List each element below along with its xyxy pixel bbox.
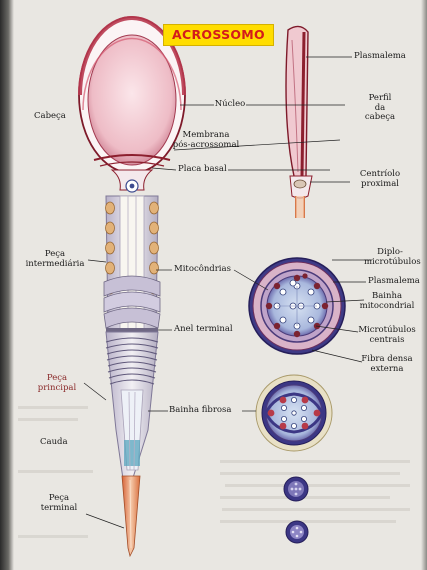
label-centriolo-proximal: Centríolo proximal — [350, 170, 410, 189]
cross-section-principal — [256, 375, 332, 451]
midpiece — [104, 196, 160, 332]
label-diplo-line-2: microtúbulos — [364, 258, 416, 268]
label-centriolo-line-2: proximal — [350, 180, 410, 190]
label-perfil-da-cabeca: Perfil da cabeça — [350, 94, 410, 123]
label-peca-terminal-line-2: terminal — [32, 504, 86, 514]
label-plasmalema-cross: Plasmalema — [368, 277, 420, 287]
label-cabeca: Cabeça — [34, 112, 66, 122]
sperm-neck — [112, 170, 152, 192]
label-membrana-line-2: pós-acrossomal — [168, 141, 244, 151]
principal-piece — [106, 332, 158, 500]
label-peca-principal-line-2: principal — [30, 384, 84, 394]
label-cauda: Cauda — [40, 438, 68, 448]
label-perfil-line-3: cabeça — [350, 113, 410, 123]
label-anel-terminal: Anel terminal — [174, 325, 233, 335]
label-plasmalema-top: Plasmalema — [354, 52, 406, 62]
label-microtubulos-centrais: Microtúbulos centrais — [356, 326, 418, 345]
cross-section-end-1 — [284, 477, 308, 501]
label-microtubulos-line-2: centrais — [356, 336, 418, 346]
label-peca-intermediaria-line-2: intermediária — [22, 260, 88, 270]
label-fibra-densa-externa: Fibra densa externa — [360, 355, 414, 374]
label-nucleo: Núcleo — [213, 100, 247, 110]
label-bainha-fibrosa: Bainha fibrosa — [169, 406, 231, 416]
label-peca-intermediaria: Peça intermediária — [22, 250, 88, 269]
label-placa-basal: Placa basal — [178, 165, 227, 175]
label-fibra-line-2: externa — [360, 365, 414, 375]
label-bainha-mitocondrial: Bainha mitocondrial — [356, 292, 418, 311]
label-bainha-mito-line-2: mitocondrial — [356, 302, 418, 312]
label-membrana-pos-acrossomal: Membrana pós-acrossomal — [168, 131, 244, 150]
label-peca-terminal: Peça terminal — [32, 494, 86, 513]
cross-section-end-2 — [286, 521, 308, 543]
head-profile — [286, 26, 312, 218]
label-peca-principal: Peça principal — [30, 374, 84, 393]
label-mitocondrias: Mitocôndrias — [174, 265, 231, 275]
end-piece — [122, 476, 140, 556]
label-diplo-microtubulos: Diplo- microtúbulos — [364, 248, 416, 267]
cross-section-midpiece — [249, 258, 345, 354]
acrosome-banner: ACROSSOMO — [163, 24, 274, 46]
